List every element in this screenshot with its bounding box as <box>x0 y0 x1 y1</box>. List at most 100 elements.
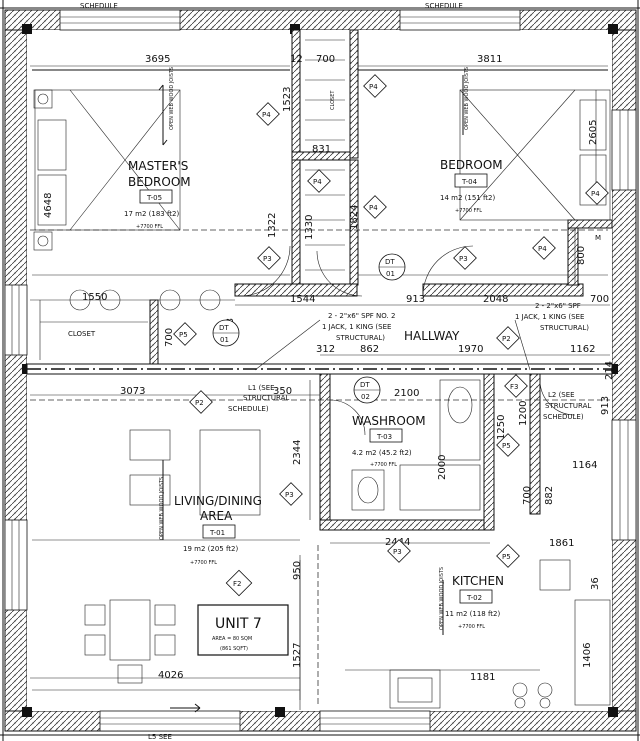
svg-text:P4: P4 <box>591 190 600 198</box>
kitchen-ffl: +7700 FFL <box>458 624 485 630</box>
tag-f3: F3 <box>504 374 528 398</box>
note-spf-1: 2 - 2"x6" SPF NO. 2 <box>328 312 395 320</box>
master-bedroom-area: 17 m2 (183 ft2) <box>124 210 179 218</box>
svg-text:P4: P4 <box>262 111 271 119</box>
bottom-label: L5 SEE <box>148 733 172 741</box>
dimension-lines <box>30 65 610 700</box>
joist-arrows <box>158 75 464 635</box>
dim-2100: 2100 <box>394 388 419 399</box>
dim-1181: 1181 <box>470 672 495 683</box>
note-spf-1b: 1 JACK, 1 KING (SEE <box>322 323 391 331</box>
tag-p2-1: P2 <box>496 326 520 350</box>
note-l2-a: L2 (SEE <box>548 391 575 399</box>
dim-862: 862 <box>360 344 379 355</box>
tag-p4-1: P4 <box>256 102 280 126</box>
door-swings <box>239 245 576 436</box>
svg-text:P3: P3 <box>285 491 294 499</box>
note-spf-2: 2 - 2"x6" SPF <box>535 302 581 310</box>
dim-1544: 1544 <box>290 294 315 305</box>
note-spf-2c: STRUCTURAL) <box>540 324 589 332</box>
dim-1322: 1322 <box>267 213 278 238</box>
closet-m-label: M <box>595 234 601 242</box>
dim-2048: 2048 <box>483 294 508 305</box>
washroom-label: WASHROOM T-03 4.2 m2 (45.2 ft2) +7700 FF… <box>352 414 426 468</box>
dim-700-d: 700 <box>522 486 533 505</box>
dim-12: 12 <box>290 54 303 65</box>
kitchen-name: KITCHEN <box>452 574 504 588</box>
tag-p5-2: P5 <box>496 544 520 568</box>
dim-1550: 1550 <box>82 292 107 303</box>
living-name-2: AREA <box>200 509 233 523</box>
bedroom-tag: T-04 <box>461 178 478 186</box>
dim-700-top: 700 <box>316 54 335 65</box>
dim-882: 882 <box>544 486 555 505</box>
tag-p3-1: P3 <box>257 246 281 270</box>
dim-2000: 2000 <box>437 455 448 480</box>
dim-1330: 1330 <box>304 215 315 240</box>
bedroom-area: 14 m2 (151 ft2) <box>440 194 495 202</box>
dim-350: 350 <box>273 386 292 397</box>
dim-1200: 1200 <box>518 401 529 426</box>
dim-3695: 3695 <box>145 54 170 65</box>
dim-4648: 4648 <box>43 193 54 218</box>
dim-1162: 1162 <box>570 344 595 355</box>
joist-note-kitchen: OPEN WEB WOOD JOISTS <box>439 567 445 630</box>
header-schedule-left: SCHEDULE <box>80 2 118 10</box>
svg-text:P3: P3 <box>393 548 402 556</box>
master-bedroom-name-2: BEDROOM <box>128 175 191 189</box>
dim-2605: 2605 <box>588 120 599 145</box>
dim-2344: 2344 <box>292 440 303 465</box>
dim-1250: 1250 <box>496 415 507 440</box>
tag-p4-6: P4 <box>532 236 556 260</box>
svg-text:DT: DT <box>385 258 395 266</box>
tag-p3-2: P3 <box>453 246 477 270</box>
svg-text:P5: P5 <box>502 553 511 561</box>
svg-text:F3: F3 <box>510 383 518 391</box>
svg-text:01: 01 <box>220 336 229 344</box>
dim-4026: 4026 <box>158 670 183 681</box>
living-tag: T-01 <box>209 529 225 537</box>
joist-note-living: OPEN WEB WOOD JOISTS <box>159 477 165 540</box>
dim-1406: 1406 <box>582 643 593 668</box>
tag-p4-2: P4 <box>363 74 387 98</box>
dim-36: 36 <box>590 577 601 590</box>
svg-text:DT: DT <box>360 381 370 389</box>
dim-3073: 3073 <box>120 386 145 397</box>
room-outlines <box>30 69 610 710</box>
svg-text:P2: P2 <box>502 335 511 343</box>
svg-text:P3: P3 <box>263 255 272 263</box>
svg-text:P4: P4 <box>313 178 322 186</box>
interior-walls <box>26 29 613 531</box>
closet-label-stair: CLOSET <box>330 90 336 110</box>
svg-text:P4: P4 <box>538 245 547 253</box>
master-bedroom-name-1: MASTER'S <box>128 159 188 173</box>
dim-1824: 1824 <box>349 205 360 230</box>
dim-700-c: 700 <box>164 328 175 347</box>
living-label: LIVING/DINING AREA T-01 19 m2 (205 ft2) … <box>174 494 262 566</box>
washroom-tag: T-03 <box>376 433 392 441</box>
tag-p4-3: P4 <box>307 169 331 193</box>
note-l1-b: STRUCTURAL <box>243 394 289 402</box>
dim-214: 214 <box>604 361 615 380</box>
tag-p3-4: P3 <box>387 539 411 563</box>
dim-913-c: 913 <box>600 396 611 415</box>
washroom-area: 4.2 m2 (45.2 ft2) <box>352 449 412 457</box>
unit-area: AREA = 80 SQM <box>212 636 252 642</box>
structural-notes: 2 - 2"x6" SPF NO. 2 1 JACK, 1 KING (SEE … <box>228 302 591 421</box>
kitchen-tag: T-02 <box>466 594 482 602</box>
dim-1523: 1523 <box>282 87 293 112</box>
unit-info-box: UNIT 7 AREA = 80 SQM (861 SQFT) <box>197 604 289 656</box>
hallway-label: HALLWAY <box>404 329 460 343</box>
dim-700-b: 700 <box>590 294 609 305</box>
dim-1527: 1527 <box>292 643 303 668</box>
master-bedroom-tag: T-05 <box>146 194 162 202</box>
svg-text:P5: P5 <box>179 331 188 339</box>
dim-1970: 1970 <box>458 344 483 355</box>
note-spf-2b: 1 JACK, 1 KING (SEE <box>515 313 584 321</box>
header-schedule-right: SCHEDULE <box>425 2 463 10</box>
tag-f2: F2 <box>225 569 253 597</box>
unit-title: UNIT 7 <box>215 616 262 632</box>
